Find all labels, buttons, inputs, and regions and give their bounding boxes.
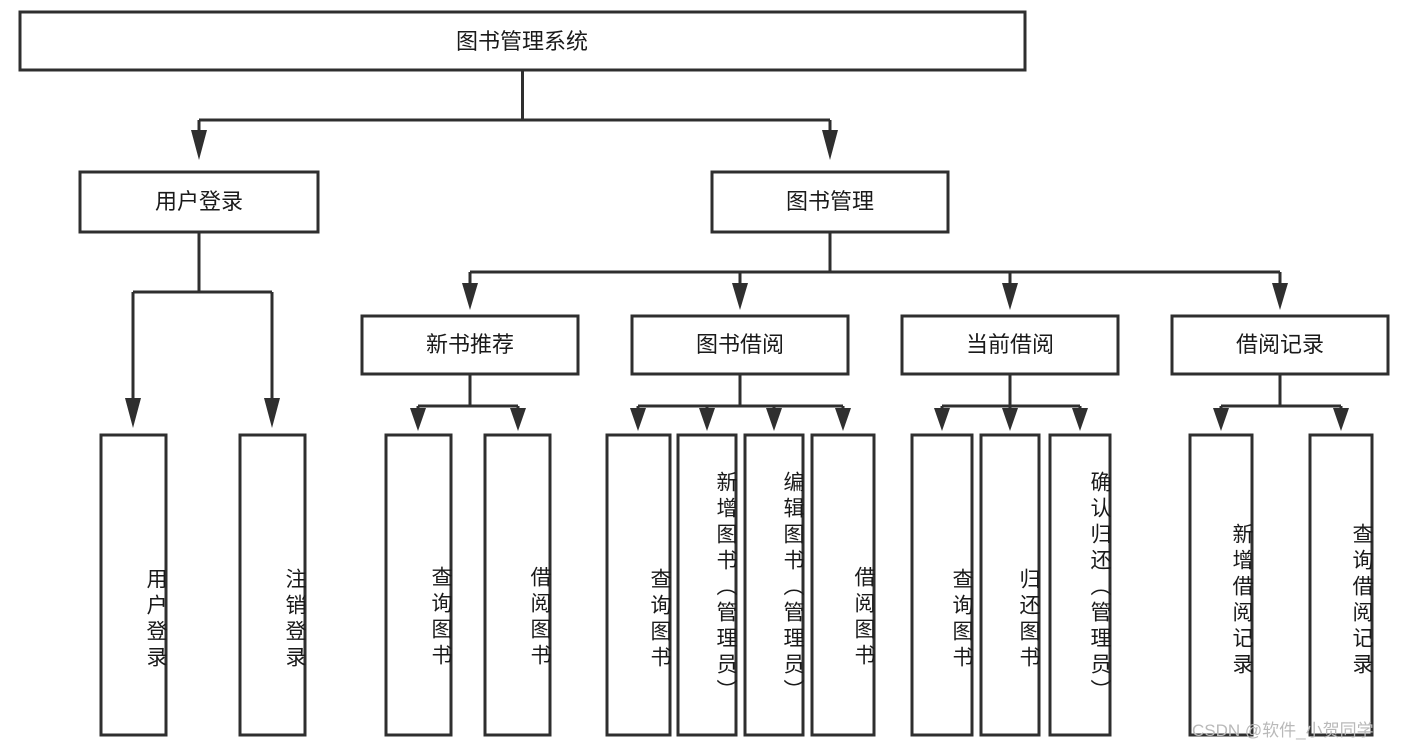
connector-group-current-borrow-to-leaves: [934, 374, 1088, 431]
node-level3-borrow-record-label: 借阅记录: [1236, 332, 1324, 357]
arrow-icon-user-login: [191, 130, 207, 160]
node-level3-borrow-record-rect[interactable]: [1170, 314, 1390, 376]
node-level3-new-book-label: 新书推荐: [426, 332, 514, 357]
arrow-icon-cb-confirm: [1072, 408, 1088, 431]
csdn-watermark: CSDN @软件_小贺同学: [1192, 721, 1374, 740]
arrow-icon-nb-borrow: [510, 408, 526, 431]
connector-group-book-borrow-to-leaves: [630, 374, 851, 431]
node-level3-book-borrow-label: 图书借阅: [696, 332, 784, 357]
arrow-icon-bb-query: [630, 408, 646, 431]
node-level3-current-borrow-label: 当前借阅: [966, 332, 1054, 357]
node-level3-new-book-rect[interactable]: [360, 314, 580, 376]
node-leaf-cb-return-rect[interactable]: [979, 433, 1041, 737]
node-leaf-cb-confirm-rect[interactable]: [1048, 433, 1112, 737]
connector-group-borrow-record-to-leaves: [1213, 374, 1349, 431]
node-leaf-logout-rect[interactable]: [238, 433, 307, 737]
connector-group-user-login-to-leaves: [125, 232, 280, 428]
arrow-icon-book-borrow: [732, 283, 748, 310]
arrow-icon-borrow-record: [1272, 283, 1288, 310]
connector-group-book-manage-to-level3: [462, 232, 1288, 310]
node-leaf-bb-add-rect[interactable]: [676, 433, 738, 737]
arrow-icon-bb-edit: [766, 408, 782, 431]
node-leaf-nb-borrow-rect[interactable]: [483, 433, 552, 737]
node-leaf-user-login-rect[interactable]: [99, 433, 168, 737]
node-root-rect[interactable]: [18, 10, 1027, 72]
node-level3-new-book[interactable]: 新书推荐: [360, 314, 580, 376]
node-level2-user-login[interactable]: 用户登录: [78, 170, 320, 234]
connector-group-root-to-level2: [191, 70, 838, 160]
node-root[interactable]: 图书管理系统: [18, 10, 1027, 72]
arrow-icon-book-manage: [822, 130, 838, 160]
node-level2-book-manage-rect[interactable]: [710, 170, 950, 234]
arrow-icon-current-borrow: [1002, 283, 1018, 310]
connector-group-new-book-to-leaves: [410, 374, 526, 431]
arrow-icon-leaf-user-login: [125, 398, 141, 428]
node-level2-user-login-rect[interactable]: [78, 170, 320, 234]
arrow-icon-leaf-logout: [264, 398, 280, 428]
node-root-label: 图书管理系统: [456, 29, 588, 54]
node-level2-book-manage-label: 图书管理: [786, 189, 874, 214]
node-level3-book-borrow-rect[interactable]: [630, 314, 850, 376]
node-leaf-bb-borrow-rect[interactable]: [810, 433, 876, 737]
node-level2-book-manage[interactable]: 图书管理: [710, 170, 950, 234]
arrow-icon-new-book: [462, 283, 478, 310]
node-leaf-br-query-rect[interactable]: [1308, 433, 1374, 737]
node-level3-current-borrow[interactable]: 当前借阅: [900, 314, 1120, 376]
node-leaf-bb-edit-rect[interactable]: [743, 433, 805, 737]
arrow-icon-bb-borrow: [835, 408, 851, 431]
node-leaf-cb-query-rect[interactable]: [910, 433, 974, 737]
arrow-icon-bb-add: [699, 408, 715, 431]
node-level2-user-login-label: 用户登录: [155, 189, 243, 214]
node-level3-book-borrow[interactable]: 图书借阅: [630, 314, 850, 376]
arrow-icon-nb-query: [410, 408, 426, 431]
arrow-icon-cb-return: [1002, 408, 1018, 431]
arrow-icon-br-query: [1333, 408, 1349, 431]
node-leaf-bb-query-rect[interactable]: [605, 433, 672, 737]
node-leaf-br-add-rect[interactable]: [1188, 433, 1254, 737]
node-leaf-nb-query-rect[interactable]: [384, 433, 453, 737]
leaf-boxes-group: [99, 433, 1374, 737]
arrow-icon-br-add: [1213, 408, 1229, 431]
arrow-icon-cb-query: [934, 408, 950, 431]
node-level3-current-borrow-rect[interactable]: [900, 314, 1120, 376]
node-level3-borrow-record[interactable]: 借阅记录: [1170, 314, 1390, 376]
